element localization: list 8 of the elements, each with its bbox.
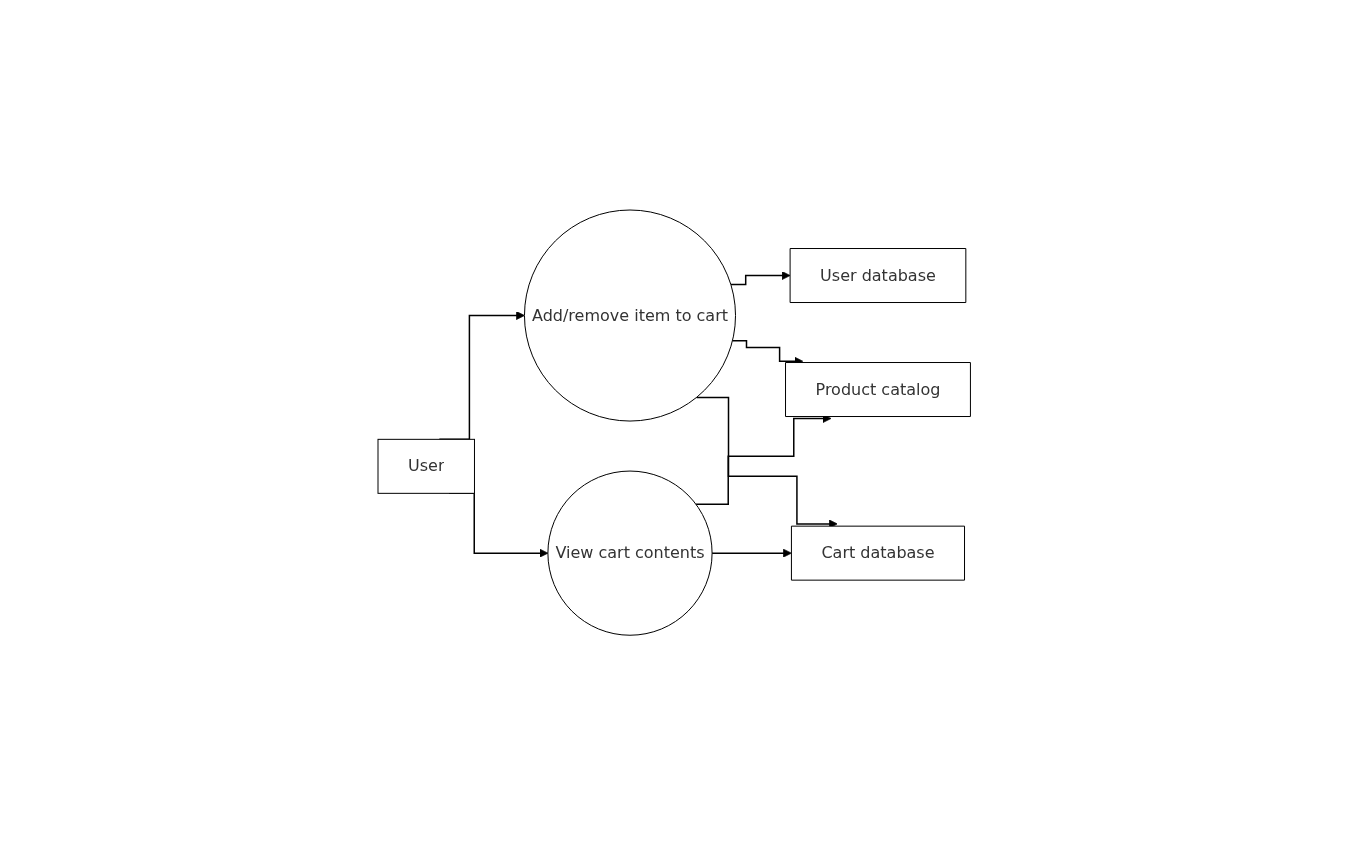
arrow xyxy=(730,271,791,286)
node-box: Product catalog xyxy=(785,361,972,417)
node-box: User xyxy=(377,438,476,494)
node-box: User database xyxy=(789,247,967,303)
node-circle: View cart contents xyxy=(547,470,713,636)
node-circle: Add/remove item to cart xyxy=(524,209,737,422)
node-box: Cart database xyxy=(791,525,966,581)
arrow xyxy=(711,548,793,558)
